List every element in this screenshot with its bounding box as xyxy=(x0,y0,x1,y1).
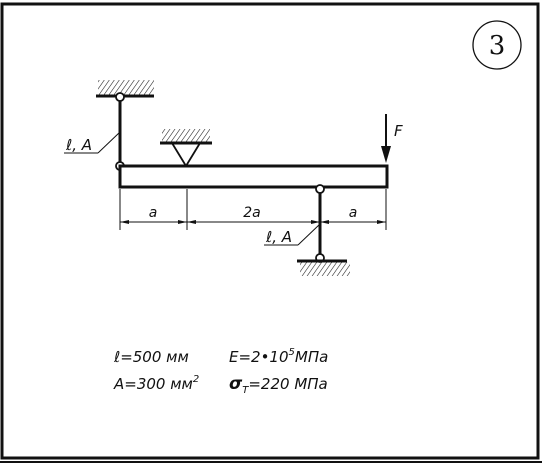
sheet-border xyxy=(0,2,540,460)
dimension-seg3: a xyxy=(349,205,358,221)
bottom-rod-label-group: ℓ, A xyxy=(264,223,321,246)
top-rod-label-group: ℓ, A xyxy=(64,131,121,154)
bottom-rod-label: ℓ, A xyxy=(265,228,292,246)
dimension-arrows xyxy=(120,220,386,224)
dimension-seg2: 2a xyxy=(243,205,261,221)
given-length: ℓ=500 мм xyxy=(113,348,189,366)
top-rod-label: ℓ, A xyxy=(65,136,92,154)
top-rod-upper-hinge xyxy=(115,92,125,102)
dimension-seg1: a xyxy=(149,205,158,221)
problem-number-badge: 3 xyxy=(472,20,522,70)
force-label: F xyxy=(394,122,403,140)
bottom-wall-support xyxy=(297,259,350,276)
force-arrow: F xyxy=(381,114,403,163)
rigid-beam xyxy=(118,164,389,189)
top-wall-support xyxy=(96,80,154,98)
given-modulus: E=2•105МПа xyxy=(229,347,328,366)
bottom-rod-upper-hinge xyxy=(315,184,325,194)
given-data: ℓ=500 мм A=300 мм2 E=2•105МПа σT=220 МПа xyxy=(113,347,328,396)
given-area: A=300 мм2 xyxy=(113,374,199,393)
problem-number: 3 xyxy=(489,31,506,61)
dimension-lines xyxy=(119,189,387,230)
beam-pin-support xyxy=(160,129,212,168)
given-yield-stress: σT=220 МПа xyxy=(229,374,328,396)
